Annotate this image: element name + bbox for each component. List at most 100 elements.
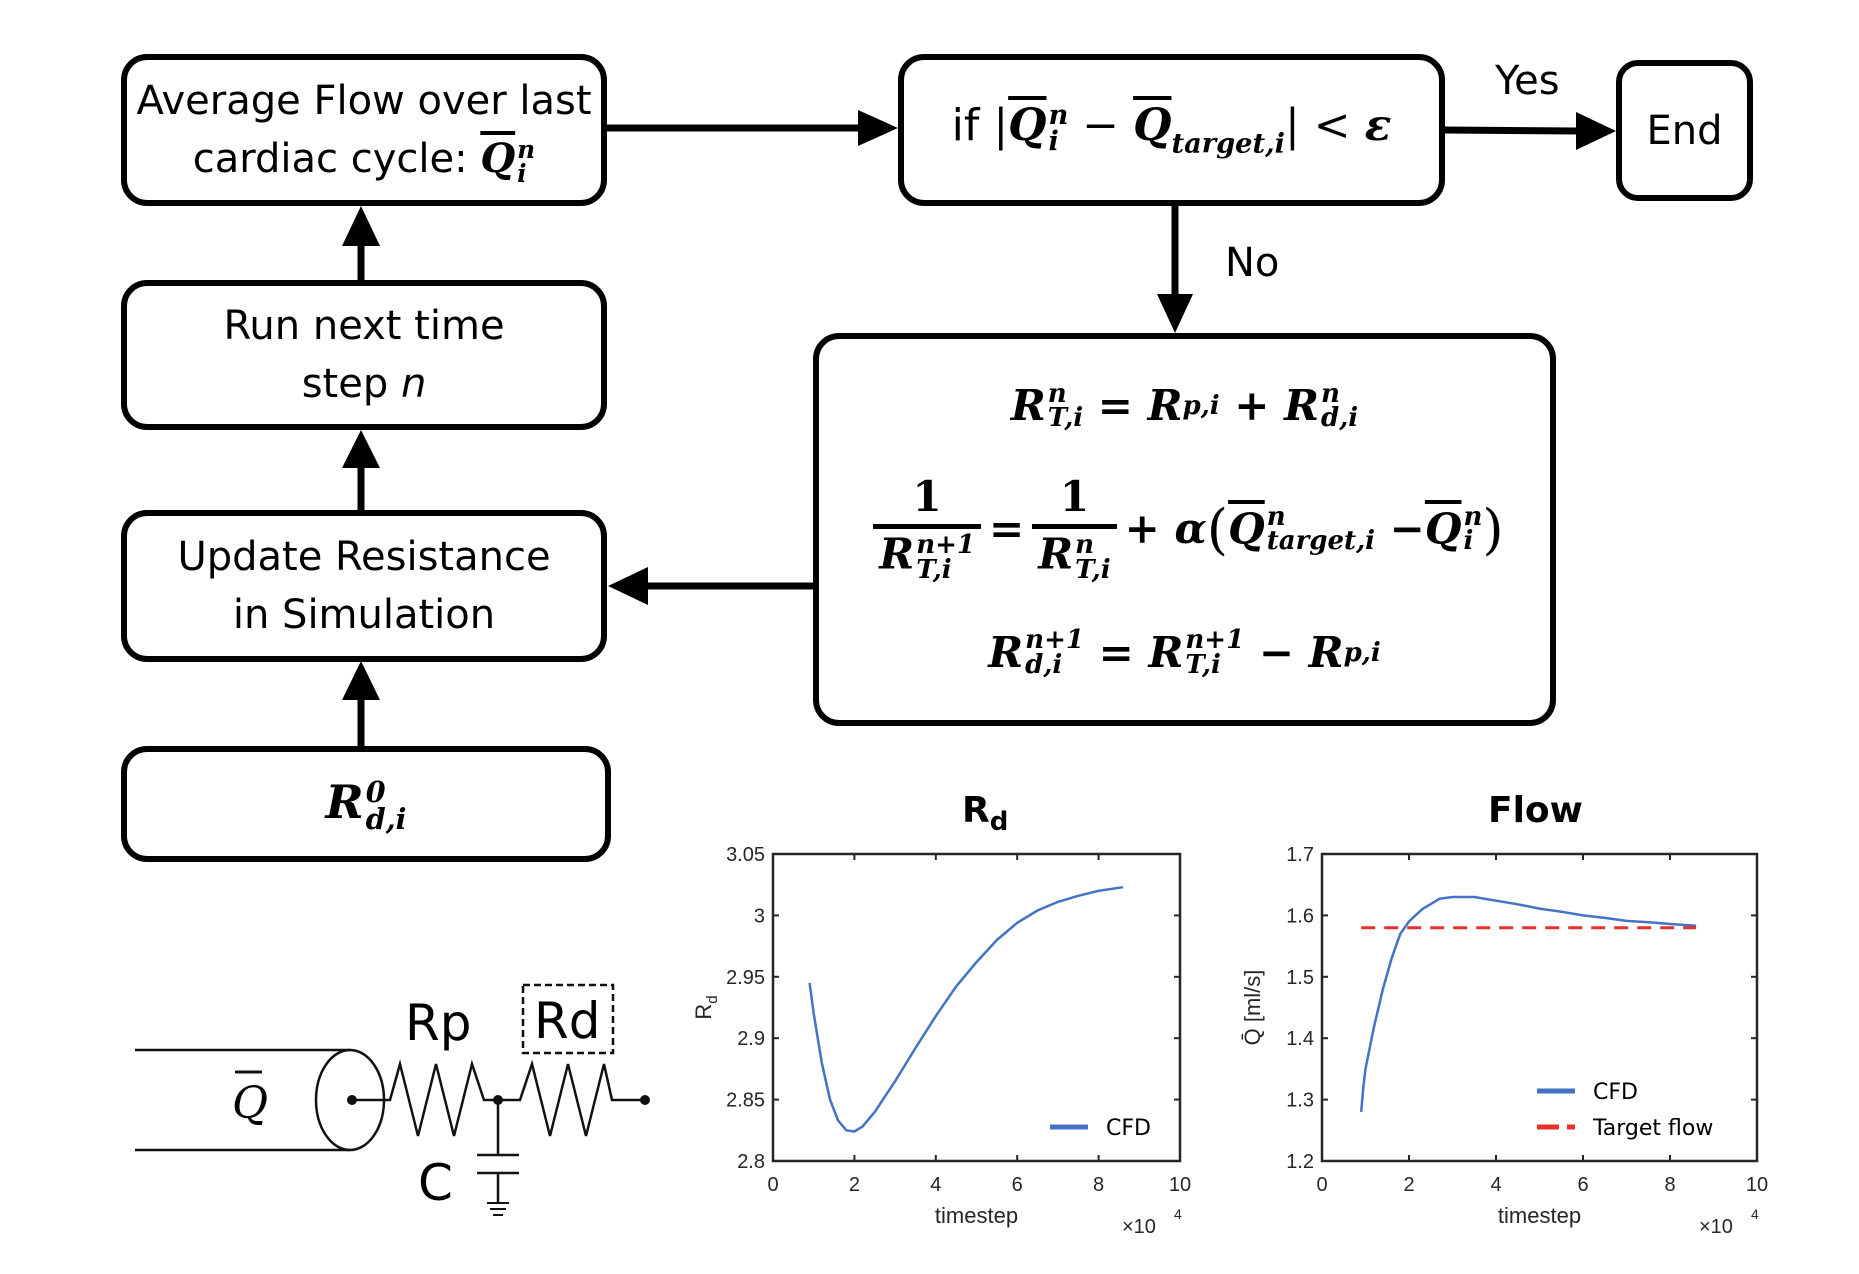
y-tick-label: 2.85 bbox=[726, 1090, 765, 1112]
x-tick-label: 6 bbox=[1577, 1174, 1588, 1196]
update-line1: Update Resistance bbox=[177, 534, 551, 580]
plot-frame bbox=[1320, 852, 1759, 1163]
node-dot bbox=[640, 1095, 650, 1105]
eq2-plus: + bbox=[1124, 504, 1175, 554]
eq3-t1-sub: T,i bbox=[1185, 649, 1221, 680]
y-tick-label: 1.2 bbox=[1286, 1151, 1314, 1173]
y-tick-label: 2.8 bbox=[737, 1151, 765, 1173]
eq2-q1-sup: n bbox=[1266, 501, 1286, 532]
eq2-q1-sub: target,i bbox=[1266, 526, 1376, 557]
y-tick-label: 1.4 bbox=[1286, 1028, 1314, 1050]
q-sup: n bbox=[1048, 98, 1069, 131]
y-tick-label: 2.95 bbox=[726, 967, 765, 989]
epsilon: ε bbox=[1364, 100, 1392, 152]
eq3-lhs: R bbox=[988, 627, 1024, 677]
eq1-t1: R bbox=[1147, 381, 1183, 431]
update-line2: in Simulation bbox=[232, 592, 496, 638]
arrowhead-icon bbox=[342, 661, 380, 700]
rd-label: Rd bbox=[534, 992, 600, 1050]
eq2-q-current: Q bbox=[1424, 504, 1462, 554]
frac2-den-sup: n bbox=[1075, 530, 1095, 561]
abs-open: | bbox=[993, 100, 1009, 152]
rd-chart-title: Rd bbox=[962, 790, 1008, 837]
r-symbol: R bbox=[325, 774, 364, 829]
rp-label: Rp bbox=[405, 994, 471, 1052]
y-tick-label: 1.7 bbox=[1286, 844, 1314, 866]
eq3-t2: R bbox=[1308, 627, 1344, 677]
update-resistance-box: Update Resistance in Simulation bbox=[121, 510, 607, 662]
y-tick-label: 1.5 bbox=[1286, 967, 1314, 989]
eq2-paren-close: ) bbox=[1482, 497, 1504, 562]
arrowhead-icon bbox=[1576, 112, 1616, 150]
arrowhead-icon bbox=[608, 567, 648, 605]
proximal-resistor-icon bbox=[352, 1059, 498, 1137]
eq3-lhs-sup: n+1 bbox=[1025, 624, 1085, 655]
rd-title-sub: d bbox=[989, 807, 1009, 838]
eq1-equals: = bbox=[1083, 381, 1148, 431]
frac1-den-sup: n+1 bbox=[916, 530, 976, 561]
less-than: < bbox=[1299, 100, 1365, 152]
y-axis-label: Q̄ [ml/s] bbox=[1240, 970, 1265, 1046]
x-axis-multiplier-exp: 4 bbox=[1174, 1206, 1182, 1222]
x-tick-label: 8 bbox=[1664, 1174, 1675, 1196]
eq1-t2-sup: n bbox=[1321, 378, 1340, 409]
x-tick-label: 6 bbox=[1012, 1174, 1023, 1196]
y-tick-label: 3 bbox=[754, 905, 765, 927]
x-axis-label: timestep bbox=[1498, 1203, 1581, 1228]
x-tick-label: 10 bbox=[1746, 1174, 1768, 1196]
arrowhead-icon bbox=[858, 110, 898, 146]
q-sub: i bbox=[1048, 124, 1059, 157]
eq2-minus: − bbox=[1375, 504, 1425, 554]
eq2-equals: = bbox=[989, 504, 1025, 554]
flow-chart-title: Flow bbox=[1488, 790, 1583, 831]
eq1-plus: + bbox=[1219, 381, 1285, 431]
run-next-var: n bbox=[400, 361, 427, 407]
eq2-q2-sup: n bbox=[1463, 501, 1483, 532]
frac2-num: 1 bbox=[1059, 472, 1090, 522]
average-flow-line1: Average Flow over last bbox=[136, 78, 592, 124]
x-axis-label: timestep bbox=[935, 1203, 1018, 1228]
x-axis-multiplier: ×10 bbox=[1699, 1216, 1733, 1238]
x-tick-label: 0 bbox=[1316, 1174, 1327, 1196]
c-label: C bbox=[418, 1154, 453, 1212]
legend-label: Target flow bbox=[1592, 1116, 1713, 1141]
cfd-line bbox=[1359, 895, 1697, 1113]
eq1-t2: R bbox=[1284, 381, 1320, 431]
y-tick-label: 1.3 bbox=[1286, 1090, 1314, 1112]
eq2-alpha: α bbox=[1174, 504, 1207, 554]
q-sup: n bbox=[517, 135, 536, 165]
frac1-den-sub: T,i bbox=[916, 554, 952, 585]
q-symbol: Q bbox=[1133, 100, 1172, 152]
x-tick-label: 4 bbox=[1490, 1174, 1501, 1196]
frac1-den-sym: R bbox=[879, 529, 915, 579]
frac2-den-sub: T,i bbox=[1075, 554, 1111, 585]
legend-label: CFD bbox=[1593, 1080, 1638, 1105]
no-label: No bbox=[1225, 240, 1280, 286]
arrowhead-icon bbox=[1157, 294, 1193, 333]
arrowhead-icon bbox=[342, 430, 380, 468]
eq1-t2-sub: d,i bbox=[1321, 403, 1359, 434]
flow-symbol: Q bbox=[232, 1078, 268, 1129]
